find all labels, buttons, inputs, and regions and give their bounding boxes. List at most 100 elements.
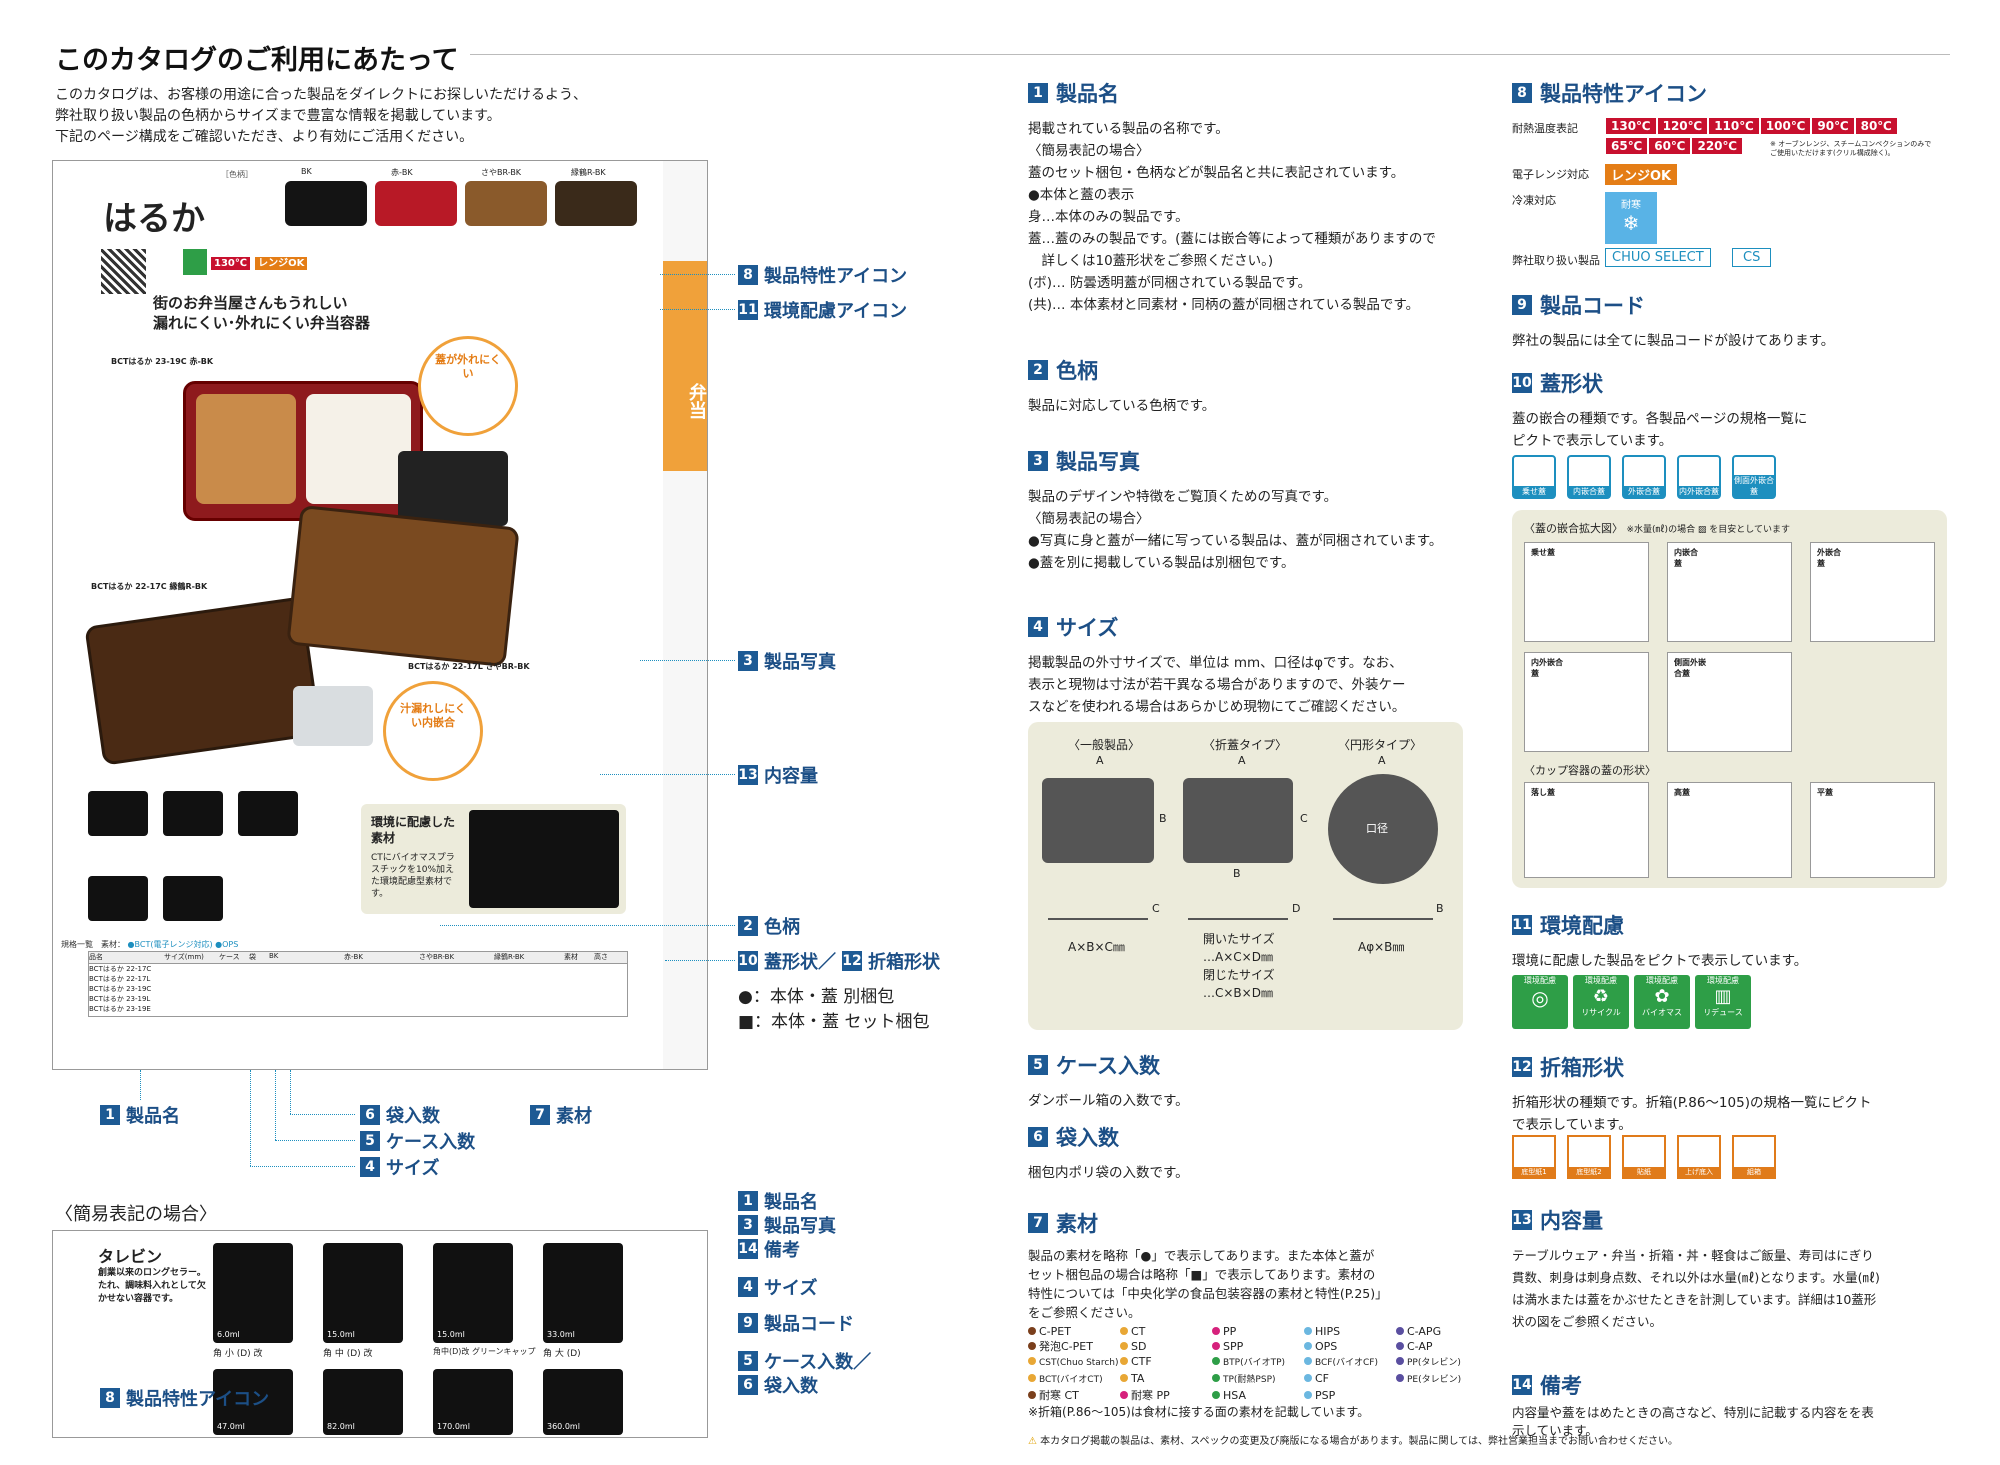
dim-b: B <box>1436 902 1444 915</box>
col-header: ケース <box>219 953 240 961</box>
bottle-card: 15.0ml <box>433 1243 513 1343</box>
side-profile <box>1333 902 1433 920</box>
pkg-note: ●：本体・蓋 別梱包 <box>738 987 895 1007</box>
bottle-name: 角 小 (D) 改 <box>213 1349 263 1359</box>
env-biomass-icon: 環境配慮✿バイオマス <box>1634 975 1690 1029</box>
label-text: 製品名 <box>126 1106 180 1127</box>
num-badge: 5 <box>360 1131 380 1151</box>
temp-icon: 110℃ <box>1709 118 1759 134</box>
section-line: ダンボール箱の入数です。 <box>1028 1093 1189 1109</box>
sample-headline: 街のお弁当屋さんもうれしい 漏れにくい･外れにくい弁当容器 <box>153 293 370 333</box>
eco-title: 環境に配慮した素材 <box>371 815 456 845</box>
section-line: 掲載製品の外寸サイズで、単位は mm、口径はφです。なお、 <box>1028 655 1403 671</box>
section-title: 蓋形状 <box>1540 372 1603 396</box>
cup-lid-cell: 平蓋 <box>1810 782 1935 878</box>
color-swatch-tsuru <box>555 181 637 226</box>
diagram-title: 〈一般製品〉 <box>1068 738 1141 752</box>
leader-line <box>600 774 735 775</box>
material-item: C-PET <box>1028 1324 1120 1339</box>
sample-catalog-page: はるか ［色柄］ BK 赤-BK さやBR-BK 縁鶴R-BK 130℃ レンジ… <box>52 160 708 1070</box>
page-title: このカタログのご利用にあたって <box>55 45 459 76</box>
leader-line <box>660 309 735 310</box>
leader-line <box>275 1140 355 1141</box>
section-line: で表示しています。 <box>1512 1117 1632 1133</box>
item-caption: BCTはるか 22-17L さやBR-BK <box>408 662 530 671</box>
env-label: リデュース <box>1703 1008 1743 1017</box>
dim-a: A <box>1238 754 1246 767</box>
section-line: 貫数、刺身は刺身点数、それ以外は水量(㎖)となります。水量(㎖) <box>1512 1270 1880 1285</box>
num-badge: 7 <box>530 1105 550 1125</box>
env-globe-icon: 環境配慮◎ <box>1512 975 1568 1029</box>
bottle-card: 47.0ml <box>213 1369 293 1435</box>
fold-note: ※折箱(P.86～105)は食材に接する面の素材を記載しています。 <box>1028 1405 1370 1419</box>
simple-sample: タレビン 創業以来のロングセラー。たれ、調味料入れとして欠かせない容器です。 6… <box>52 1230 708 1438</box>
num-badge: 2 <box>738 916 758 936</box>
volume: 170.0ml <box>437 1422 470 1431</box>
material-item: BTP(バイオTP) <box>1212 1354 1304 1371</box>
lid-fit-note: ※水量(㎖)の場合 ▨ を目安としています <box>1626 525 1791 535</box>
material-item: 耐寒 PP <box>1120 1388 1212 1403</box>
section-line: 製品に対応している色柄です。 <box>1028 398 1216 414</box>
fold-label: 組箱 <box>1734 1167 1774 1177</box>
bottle-card: 360.0ml <box>543 1369 623 1435</box>
section-line: ●本体と蓋の表示 <box>1028 187 1135 203</box>
env-recycle-icon: 環境配慮♻リサイクル <box>1573 975 1629 1029</box>
bottle-name: 角中(D)改 グリーンキャップ <box>433 1347 536 1356</box>
section-line: 身…本体のみの製品です。 <box>1028 209 1189 225</box>
lid-fit-cell: 内外嵌合蓋 <box>1524 652 1649 752</box>
material-name: TP(耐熱PSP) <box>1223 1375 1276 1385</box>
env-label: 環境配慮 <box>1524 976 1556 985</box>
callout-text: 汁漏れしにくい内嵌合 <box>400 702 466 729</box>
material-name: PE(タレビン) <box>1407 1375 1462 1385</box>
fold-icon: 底型紙2 <box>1567 1135 1611 1179</box>
material-name: C-PET <box>1039 1325 1071 1338</box>
lid-icon-inout: 内外嵌合蓋 <box>1677 455 1721 499</box>
section-title: 製品コード <box>1540 294 1645 318</box>
num-badge: 4 <box>360 1157 380 1177</box>
cell-label: 外嵌合蓋 <box>1817 548 1841 568</box>
material-item: C-AP <box>1396 1339 1488 1354</box>
section-line: 弊社の製品には全てに製品コードが設けてあります。 <box>1512 333 1835 349</box>
color-swatch-red <box>375 181 457 226</box>
lid-icon-label: 外嵌合蓋 <box>1624 486 1664 497</box>
section-line: をご参照ください。 <box>1028 1305 1141 1320</box>
label-text: 製品特性アイコン <box>126 1389 270 1410</box>
heat-label: 耐熱温度表記 <box>1512 122 1578 135</box>
lid-detail-photo <box>398 451 508 526</box>
section-line: ●蓋を別に掲載している製品は別梱包です。 <box>1028 555 1295 571</box>
formula-line: 開いたサイズ <box>1203 932 1275 946</box>
col-header: 赤-BK <box>344 953 363 961</box>
cs-icon: CS <box>1732 248 1772 267</box>
bento-photo-3 <box>286 504 520 668</box>
num-badge: 12 <box>1512 1057 1532 1077</box>
sample-color-header: ［色柄］ <box>221 170 253 179</box>
fold-label: 上げ底入 <box>1679 1167 1719 1177</box>
section-title: サイズ <box>1056 616 1119 640</box>
temp-icon: 100℃ <box>1760 118 1811 134</box>
section-title: 素材 <box>1056 1212 1098 1236</box>
simple-desc: 創業以来のロングセラー。たれ、調味料入れとして欠かせない容器です。 <box>98 1268 206 1304</box>
lid-fit-cell: 内嵌合蓋 <box>1667 542 1792 642</box>
table-row: BCTはるか 23-19E <box>89 1005 151 1013</box>
material-name: C-AP <box>1407 1340 1433 1353</box>
label-text: 内容量 <box>764 766 818 787</box>
bottle-card: 33.0ml <box>543 1243 623 1343</box>
label-text: 製品特性アイコン <box>764 266 908 287</box>
material-item: TA <box>1120 1371 1212 1388</box>
dim-c: C <box>1152 902 1160 915</box>
material-name: HSA <box>1223 1389 1246 1402</box>
label-text: サイズ <box>764 1278 818 1299</box>
bottle-card: 15.0ml <box>323 1243 403 1343</box>
num-badge: 2 <box>1028 360 1048 380</box>
intro-text: このカタログは、お客様の用途に合った製品をダイレクトにお探しいただけるよう、 弊… <box>55 85 675 148</box>
freeze-label: 冷凍対応 <box>1512 194 1556 207</box>
temp-icon: 65℃ <box>1606 138 1648 154</box>
